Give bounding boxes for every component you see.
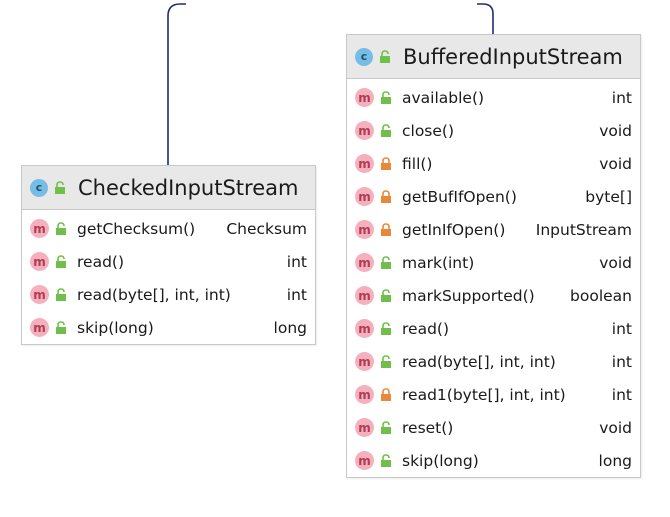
member-list: m available() int m close() void m fill() void m g… (347, 79, 640, 477)
private-lock-icon (381, 222, 391, 236)
method-icon: m (355, 88, 374, 107)
method-return-type: byte[] (585, 187, 632, 206)
class-icon: c (355, 47, 373, 66)
method-row[interactable]: m available() int (347, 81, 640, 114)
method-row[interactable]: m read(byte[], int, int) int (22, 278, 315, 311)
method-return-type: InputStream (535, 220, 632, 239)
member-list: m getChecksum() Checksum m read() int m read(by… (22, 210, 315, 344)
method-row[interactable]: m read() int (347, 312, 640, 345)
method-return-type: void (599, 418, 632, 437)
method-name: close() (402, 121, 455, 140)
class-header[interactable]: c CheckedInputStream (22, 166, 315, 210)
method-name: read(byte[], int, int) (402, 352, 556, 371)
method-row[interactable]: m read() int (22, 245, 315, 278)
method-icon: m (355, 385, 374, 404)
public-lock-icon (381, 453, 391, 467)
public-lock-icon (56, 221, 66, 235)
private-lock-icon (381, 156, 391, 170)
edge-bufferedinputstream-to-parent (477, 3, 494, 34)
method-name: read() (77, 252, 124, 271)
method-name: markSupported() (402, 286, 535, 305)
method-name: skip(long) (402, 451, 479, 470)
method-return-type: Checksum (226, 219, 307, 238)
method-icon: m (355, 319, 374, 338)
method-row[interactable]: m skip(long) long (22, 311, 315, 344)
method-name: getChecksum() (77, 219, 196, 238)
method-name: fill() (402, 154, 433, 173)
public-lock-icon (56, 320, 66, 334)
method-icon: m (355, 451, 374, 470)
method-return-type: int (286, 252, 307, 271)
method-row[interactable]: m read1(byte[], int, int) int (347, 378, 640, 411)
method-icon: m (30, 252, 49, 271)
private-lock-icon (381, 387, 391, 401)
method-row[interactable]: m fill() void (347, 147, 640, 180)
method-name: getInIfOpen() (402, 220, 506, 239)
public-lock-icon (381, 123, 391, 137)
public-lock-icon (381, 255, 391, 269)
method-row[interactable]: m read(byte[], int, int) int (347, 345, 640, 378)
method-row[interactable]: m close() void (347, 114, 640, 147)
method-return-type: void (599, 253, 632, 272)
method-return-type: boolean (570, 286, 632, 305)
method-name: skip(long) (77, 318, 154, 337)
method-return-type: int (611, 352, 632, 371)
method-name: read1(byte[], int, int) (402, 385, 566, 404)
method-name: read(byte[], int, int) (77, 285, 231, 304)
method-row[interactable]: m getInIfOpen() InputStream (347, 213, 640, 246)
method-icon: m (355, 220, 374, 239)
method-icon: m (355, 121, 374, 140)
class-title: BufferedInputStream (403, 44, 623, 69)
method-icon: m (355, 418, 374, 437)
public-lock-icon (381, 420, 391, 434)
class-title: CheckedInputStream (78, 175, 299, 200)
public-lock-icon (56, 254, 66, 268)
method-return-type: long (273, 318, 307, 337)
method-return-type: void (599, 154, 632, 173)
public-lock-icon (381, 90, 391, 104)
method-name: reset() (402, 418, 454, 437)
method-return-type: int (611, 319, 632, 338)
method-return-type: long (598, 451, 632, 470)
method-row[interactable]: m getBufIfOpen() byte[] (347, 180, 640, 213)
method-icon: m (30, 318, 49, 337)
method-row[interactable]: m mark(int) void (347, 246, 640, 279)
method-icon: m (355, 253, 374, 272)
method-name: read() (402, 319, 449, 338)
public-lock-icon (380, 49, 390, 63)
public-lock-icon (381, 288, 391, 302)
method-icon: m (355, 187, 374, 206)
method-name: mark(int) (402, 253, 475, 272)
class-header[interactable]: c BufferedInputStream (347, 35, 640, 79)
method-row[interactable]: m reset() void (347, 411, 640, 444)
edge-checkedinputstream-to-parent (167, 3, 186, 165)
method-return-type: int (286, 285, 307, 304)
method-return-type: void (599, 121, 632, 140)
method-name: available() (402, 88, 485, 107)
method-icon: m (30, 285, 49, 304)
private-lock-icon (381, 189, 391, 203)
method-row[interactable]: m skip(long) long (347, 444, 640, 477)
method-name: getBufIfOpen() (402, 187, 517, 206)
method-icon: m (355, 352, 374, 371)
method-row[interactable]: m getChecksum() Checksum (22, 212, 315, 245)
method-row[interactable]: m markSupported() boolean (347, 279, 640, 312)
class-icon: c (30, 178, 48, 197)
public-lock-icon (381, 321, 391, 335)
public-lock-icon (381, 354, 391, 368)
public-lock-icon (55, 180, 65, 194)
method-icon: m (355, 154, 374, 173)
public-lock-icon (56, 287, 66, 301)
method-return-type: int (611, 385, 632, 404)
method-icon: m (30, 219, 49, 238)
class-box-checkedinputstream[interactable]: c CheckedInputStream m getChecksum() Check… (21, 165, 316, 345)
method-icon: m (355, 286, 374, 305)
method-return-type: int (611, 88, 632, 107)
